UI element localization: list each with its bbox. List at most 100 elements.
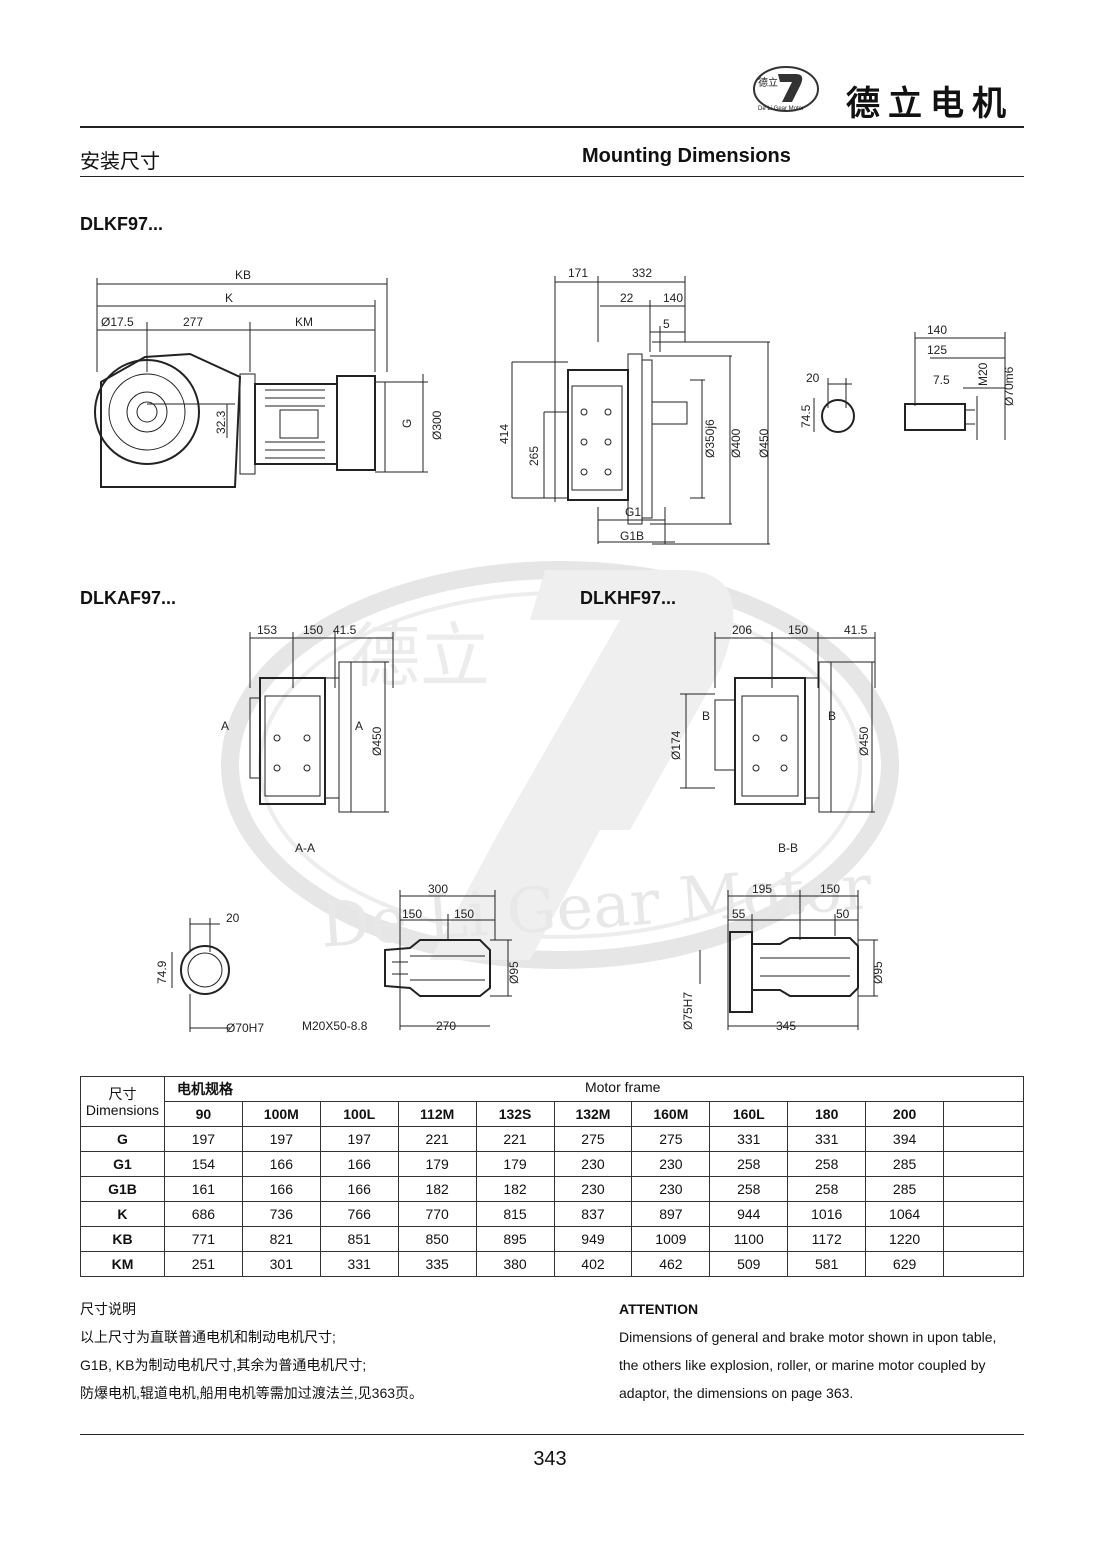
table-cell-empty (943, 1126, 1024, 1152)
svg-text:140: 140 (663, 291, 683, 305)
svg-text:150: 150 (820, 882, 840, 896)
table-cell: 285 (865, 1151, 945, 1177)
table-cell-empty (943, 1176, 1024, 1202)
notes-cn-title: 尺寸说明 (80, 1301, 136, 1317)
svg-text:KM: KM (295, 315, 313, 329)
table-cell-empty (943, 1201, 1024, 1227)
table-cell: 258 (787, 1151, 867, 1177)
logo-ring-text: De Li Gear Motor (758, 106, 804, 112)
table-cell: 258 (709, 1176, 789, 1202)
table-cell: 686 (163, 1201, 243, 1227)
svg-text:150: 150 (303, 623, 323, 637)
table-cell: 331 (319, 1251, 399, 1277)
svg-text:B: B (702, 709, 710, 723)
table-cell: 402 (553, 1251, 633, 1277)
svg-text:Ø70H7: Ø70H7 (226, 1021, 264, 1035)
svg-text:20: 20 (226, 911, 240, 925)
svg-text:Ø17.5: Ø17.5 (101, 315, 134, 329)
model-kf: DLKF97... (80, 214, 164, 234)
table-cell: 182 (475, 1176, 555, 1202)
svg-text:150: 150 (788, 623, 808, 637)
table-cell: 1172 (787, 1226, 867, 1252)
table-corner-en: Dimensions (85, 1101, 160, 1118)
svg-text:41.5: 41.5 (333, 623, 357, 637)
notes-en-title: ATTENTION (619, 1301, 699, 1317)
svg-text:50: 50 (836, 907, 850, 921)
svg-text:KB: KB (235, 268, 251, 282)
svg-text:41.5: 41.5 (844, 623, 868, 637)
svg-text:Ø450: Ø450 (370, 726, 384, 756)
svg-text:Ø300: Ø300 (430, 410, 444, 440)
svg-text:125: 125 (927, 343, 947, 357)
svg-text:B: B (828, 709, 836, 723)
table-cell: 1100 (709, 1226, 789, 1252)
table-cell: 1009 (631, 1226, 711, 1252)
table-cell-empty (943, 1226, 1024, 1252)
table-cell: 230 (553, 1176, 633, 1202)
section-title-cn: 安装尺寸 (80, 151, 160, 173)
svg-text:G1B: G1B (620, 529, 644, 543)
column-header: 90 (163, 1101, 243, 1127)
table-cell: 285 (865, 1176, 945, 1202)
table-column-row: 90 100M 100L 112M 132S 132M 160M 160L 18… (81, 1101, 1024, 1127)
notes-cn-line: 以上尺寸为直联普通电机和制动电机尺寸; (80, 1329, 336, 1345)
table-cell: 258 (787, 1176, 867, 1202)
svg-text:270: 270 (436, 1019, 456, 1033)
table-cell: 944 (709, 1201, 789, 1227)
table-cell: 766 (319, 1201, 399, 1227)
table-cell: 331 (709, 1126, 789, 1152)
table-corner: 尺寸 Dimensions (80, 1076, 165, 1127)
svg-text:206: 206 (732, 623, 752, 637)
row-label: G (80, 1126, 165, 1152)
svg-text:345: 345 (776, 1019, 796, 1033)
table-cell: 301 (241, 1251, 321, 1277)
column-header: 160L (709, 1101, 789, 1127)
table-cell: 275 (553, 1126, 633, 1152)
notes-en: ATTENTION Dimensions of general and brak… (619, 1295, 1024, 1407)
table-cell: 1220 (865, 1226, 945, 1252)
dimensions-table: 尺寸 Dimensions 电机规格 Motor frame 90 100M 1… (80, 1076, 1025, 1277)
table-cell: 221 (397, 1126, 477, 1152)
notes-cn-line: 防爆电机,辊道电机,船用电机等需加过渡法兰,见363页。 (80, 1385, 424, 1401)
drawing-kaf-bore: 20 74.9 Ø70H7 (155, 911, 264, 1035)
table-header-row: 尺寸 Dimensions 电机规格 Motor frame (80, 1076, 1025, 1127)
column-header-empty (943, 1101, 1024, 1127)
model-kaf: DLKAF97... (80, 588, 177, 608)
svg-text:M20X50-8.8: M20X50-8.8 (302, 1019, 368, 1033)
table-cell: 1016 (787, 1201, 867, 1227)
notes-en-line: Dimensions of general and brake motor sh… (619, 1329, 997, 1345)
table-cell: 736 (241, 1201, 321, 1227)
table-cell: 166 (319, 1151, 399, 1177)
svg-text:74.9: 74.9 (155, 960, 169, 984)
column-header: 132S (475, 1101, 555, 1127)
table-cell: 230 (553, 1151, 633, 1177)
watermark-seal: 德立 (350, 615, 490, 697)
table-cell: 851 (319, 1226, 399, 1252)
svg-text:Ø75H7: Ø75H7 (681, 992, 695, 1030)
table-cell: 335 (397, 1251, 477, 1277)
table-cell-empty (943, 1251, 1024, 1277)
table-cell: 221 (475, 1126, 555, 1152)
svg-text:A: A (221, 719, 229, 733)
table-cell: 251 (163, 1251, 243, 1277)
svg-text:32.3: 32.3 (214, 410, 228, 434)
table-cell: 380 (475, 1251, 555, 1277)
table-cell: 815 (475, 1201, 555, 1227)
table-cell: 897 (631, 1201, 711, 1227)
svg-text:A: A (355, 719, 363, 733)
svg-text:Ø450: Ø450 (757, 428, 771, 458)
drawing-khf: 206 150 41.5 Ø174 B B Ø450 B-B (669, 623, 876, 853)
svg-text:Ø450: Ø450 (857, 726, 871, 756)
notes-cn: 尺寸说明 以上尺寸为直联普通电机和制动电机尺寸; G1B, KB为制动电机尺寸,… (80, 1295, 580, 1407)
table-cell: 179 (397, 1151, 477, 1177)
svg-text:277: 277 (183, 315, 203, 329)
table-cell: 331 (787, 1126, 867, 1152)
svg-text:414: 414 (500, 424, 511, 444)
svg-text:A-A: A-A (295, 841, 315, 853)
table-cell: 509 (709, 1251, 789, 1277)
column-header: 200 (865, 1101, 945, 1127)
